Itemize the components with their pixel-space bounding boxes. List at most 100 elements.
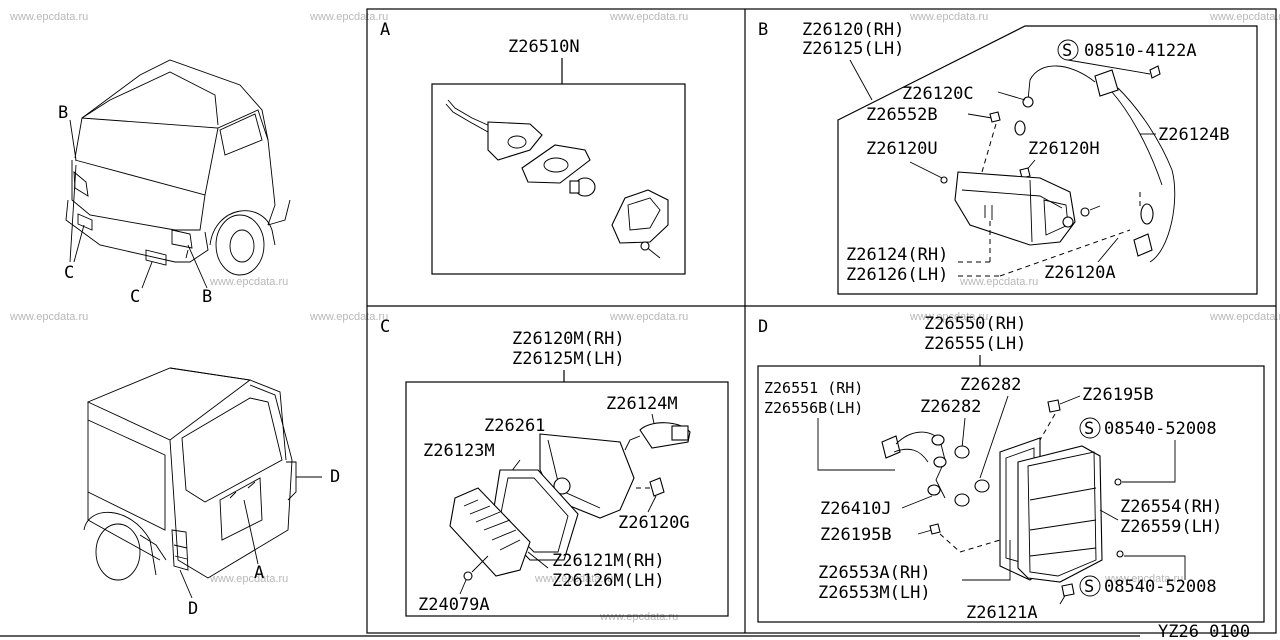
assembly-box xyxy=(757,365,1265,623)
turn-bulb xyxy=(1140,203,1154,225)
marker-d: D xyxy=(330,467,340,487)
panel-b: B Z26120(RH) Z26125(LH) S 08510-4122A Z2… xyxy=(758,20,1258,295)
marker-b: B xyxy=(202,287,212,307)
screw xyxy=(1061,583,1075,597)
panel-letter-a: A xyxy=(380,20,390,40)
part-label: Z26410J xyxy=(820,499,892,519)
assembly-box xyxy=(405,381,729,617)
panel-d: D Z26550(RH) Z26555(LH) Z26551 (RH) Z265… xyxy=(757,314,1265,623)
watermark: www.epcdata.ru xyxy=(959,276,1038,288)
part-label: Z24079A xyxy=(418,595,490,615)
part-label: Z26121M(RH) xyxy=(552,551,665,571)
part-label: Z26554(RH) xyxy=(1120,497,1222,517)
bulb xyxy=(954,445,970,459)
marker-c: C xyxy=(130,287,140,307)
front-van-illustration: B C C B xyxy=(58,59,291,307)
watermark: www.epcdata.ru xyxy=(209,276,288,288)
part-label: Z26124B xyxy=(1158,125,1230,145)
part-label: Z26120C xyxy=(902,84,974,104)
part-label: Z26120A xyxy=(1044,263,1116,283)
rear-van-illustration: D A D xyxy=(83,367,340,619)
watermark: www.epcdata.ru xyxy=(1209,311,1280,323)
part-label: Z26559(LH) xyxy=(1120,517,1222,537)
watermark: www.epcdata.ru xyxy=(209,573,288,585)
part-label: Z26125(LH) xyxy=(802,39,904,59)
panel-a: A Z26510N xyxy=(380,20,686,275)
part-label: Z26551 (RH) xyxy=(764,379,863,397)
clip xyxy=(649,477,665,497)
lamp-socket xyxy=(487,121,543,161)
part-label: Z26553M(LH) xyxy=(818,583,931,603)
part-label: S xyxy=(1084,577,1094,597)
panel-letter-d: D xyxy=(758,317,768,337)
watermark: www.epcdata.ru xyxy=(1104,573,1183,585)
bulb-socket xyxy=(933,456,947,468)
bulb-socket xyxy=(1022,96,1034,108)
clip xyxy=(1047,399,1061,413)
marker-d: D xyxy=(188,599,198,619)
lamp-lens xyxy=(449,487,531,577)
watermark: www.epcdata.ru xyxy=(909,11,988,23)
part-label: Z26121A xyxy=(966,603,1038,623)
part-label: Z26126(LH) xyxy=(846,265,948,285)
part-label: Z26282 xyxy=(920,397,981,417)
part-label: Z26120G xyxy=(618,513,690,533)
part-label: Z26195B xyxy=(1082,385,1154,405)
outer-frame xyxy=(366,8,1277,634)
watermark: www.epcdata.ru xyxy=(609,11,688,23)
part-label: Z26261 xyxy=(484,416,545,436)
lamp-gasket xyxy=(521,144,591,184)
part-label: Z26126M(LH) xyxy=(552,571,665,591)
part-label: Z26120(RH) xyxy=(802,20,904,40)
watermark: www.epcdata.ru xyxy=(9,311,88,323)
part-label: Z26123M xyxy=(423,441,495,461)
part-label: Z26555(LH) xyxy=(924,334,1026,354)
panel-letter-c: C xyxy=(380,317,390,337)
bulb xyxy=(974,479,990,493)
bulb-socket xyxy=(931,434,945,446)
watermark: www.epcdata.ru xyxy=(309,311,388,323)
part-label: 08540-52008 xyxy=(1104,577,1217,597)
lamp-lens xyxy=(611,189,669,244)
marker-b: B xyxy=(58,103,68,123)
bulb-socket xyxy=(927,484,941,496)
part-label: Z26120H xyxy=(1028,139,1100,159)
part-label: Z26282 xyxy=(960,375,1021,395)
assembly-box xyxy=(431,83,686,275)
watermark: www.epcdata.ru xyxy=(909,311,988,323)
part-label: Z26553A(RH) xyxy=(818,563,931,583)
part-label: Z26550(RH) xyxy=(924,314,1026,334)
panel-grid xyxy=(0,8,1277,637)
part-label: Z26552B xyxy=(866,105,938,125)
bulb xyxy=(954,493,970,507)
watermark: www.epcdata.ru xyxy=(599,611,678,623)
watermark: www.epcdata.ru xyxy=(534,573,613,585)
front-combination-lamp xyxy=(954,171,1076,246)
s-callout-circle xyxy=(1079,417,1101,439)
part-label: Z26125M(LH) xyxy=(512,349,625,369)
watermark: www.epcdata.ru xyxy=(9,11,88,23)
diagram-id: YZ26 0100 xyxy=(1158,622,1250,640)
harness-connector xyxy=(1094,69,1119,97)
watermark: www.epcdata.ru xyxy=(309,11,388,23)
s-callout-circle xyxy=(1079,575,1101,597)
panel-c: C Z26120M(RH) Z26125M(LH) Z26124M Z26261… xyxy=(380,317,729,617)
panel-letter-b: B xyxy=(758,20,768,40)
part-label: Z26120M(RH) xyxy=(512,329,625,349)
part-label: Z26124M xyxy=(606,394,678,414)
part-label: S xyxy=(1084,419,1094,439)
marker-c: C xyxy=(64,263,74,283)
part-label: 08510-4122A xyxy=(1084,41,1197,61)
harness-connector xyxy=(881,435,901,459)
clip xyxy=(929,523,941,535)
side-bulb xyxy=(1014,120,1026,136)
rear-combination-lamp xyxy=(1017,445,1103,583)
part-label: S xyxy=(1062,41,1072,61)
watermark: www.epcdata.ru xyxy=(609,311,688,323)
clearance-bulb xyxy=(553,477,571,495)
screw xyxy=(640,241,650,251)
assembly-box xyxy=(837,25,1258,295)
watermark-layer: www.epcdata.ru www.epcdata.ru www.epcdat… xyxy=(9,11,1280,623)
marker-a: A xyxy=(254,563,264,583)
